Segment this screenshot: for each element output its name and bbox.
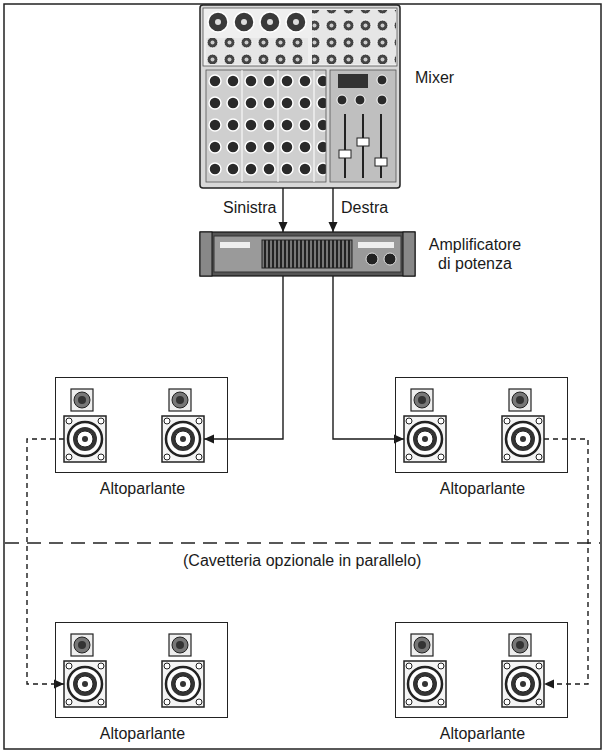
- mixer-box: Mixer: [200, 5, 400, 188]
- parallel-cable: [27, 439, 64, 689]
- cable-line: [204, 276, 283, 439]
- signal-cable: [204, 276, 283, 444]
- speaker-box: Altoparlante: [55, 377, 228, 473]
- arrow-head: [204, 435, 214, 444]
- speaker-label: Altoparlante: [396, 724, 569, 743]
- signal-cable: [279, 188, 288, 232]
- signal-cable: [333, 276, 404, 444]
- mixer-label: Mixer: [415, 68, 454, 87]
- speaker-label: Altoparlante: [56, 479, 229, 498]
- cable-line: [333, 276, 404, 439]
- speaker-panels: [64, 389, 544, 707]
- channel-label: Sinistra: [223, 198, 276, 217]
- cable-line: [27, 439, 64, 684]
- speaker-label: Altoparlante: [396, 479, 569, 498]
- note-label: (Cavetteria opzionale in parallelo): [183, 551, 421, 570]
- speaker-box: Altoparlante: [395, 377, 568, 473]
- arrow-head: [329, 222, 338, 232]
- speaker-label: Altoparlante: [56, 724, 229, 743]
- channel-label: Destra: [341, 198, 388, 217]
- speaker-box: Altoparlante: [395, 622, 568, 718]
- signal-cable: [329, 188, 338, 232]
- mixer-illustration: [200, 5, 400, 188]
- parallel-cable: [544, 439, 588, 689]
- section-divider: [5, 542, 600, 544]
- amplifier-box: Amplificatore di potenza: [200, 232, 415, 276]
- outer-frame: [4, 4, 601, 749]
- amplifier-label: Amplificatore di potenza: [425, 235, 525, 273]
- cable-line: [544, 439, 588, 684]
- amplifier-illustration: [200, 232, 415, 276]
- arrow-head: [279, 222, 288, 232]
- arrow-head: [544, 680, 554, 689]
- speaker-box: Altoparlante: [55, 622, 228, 718]
